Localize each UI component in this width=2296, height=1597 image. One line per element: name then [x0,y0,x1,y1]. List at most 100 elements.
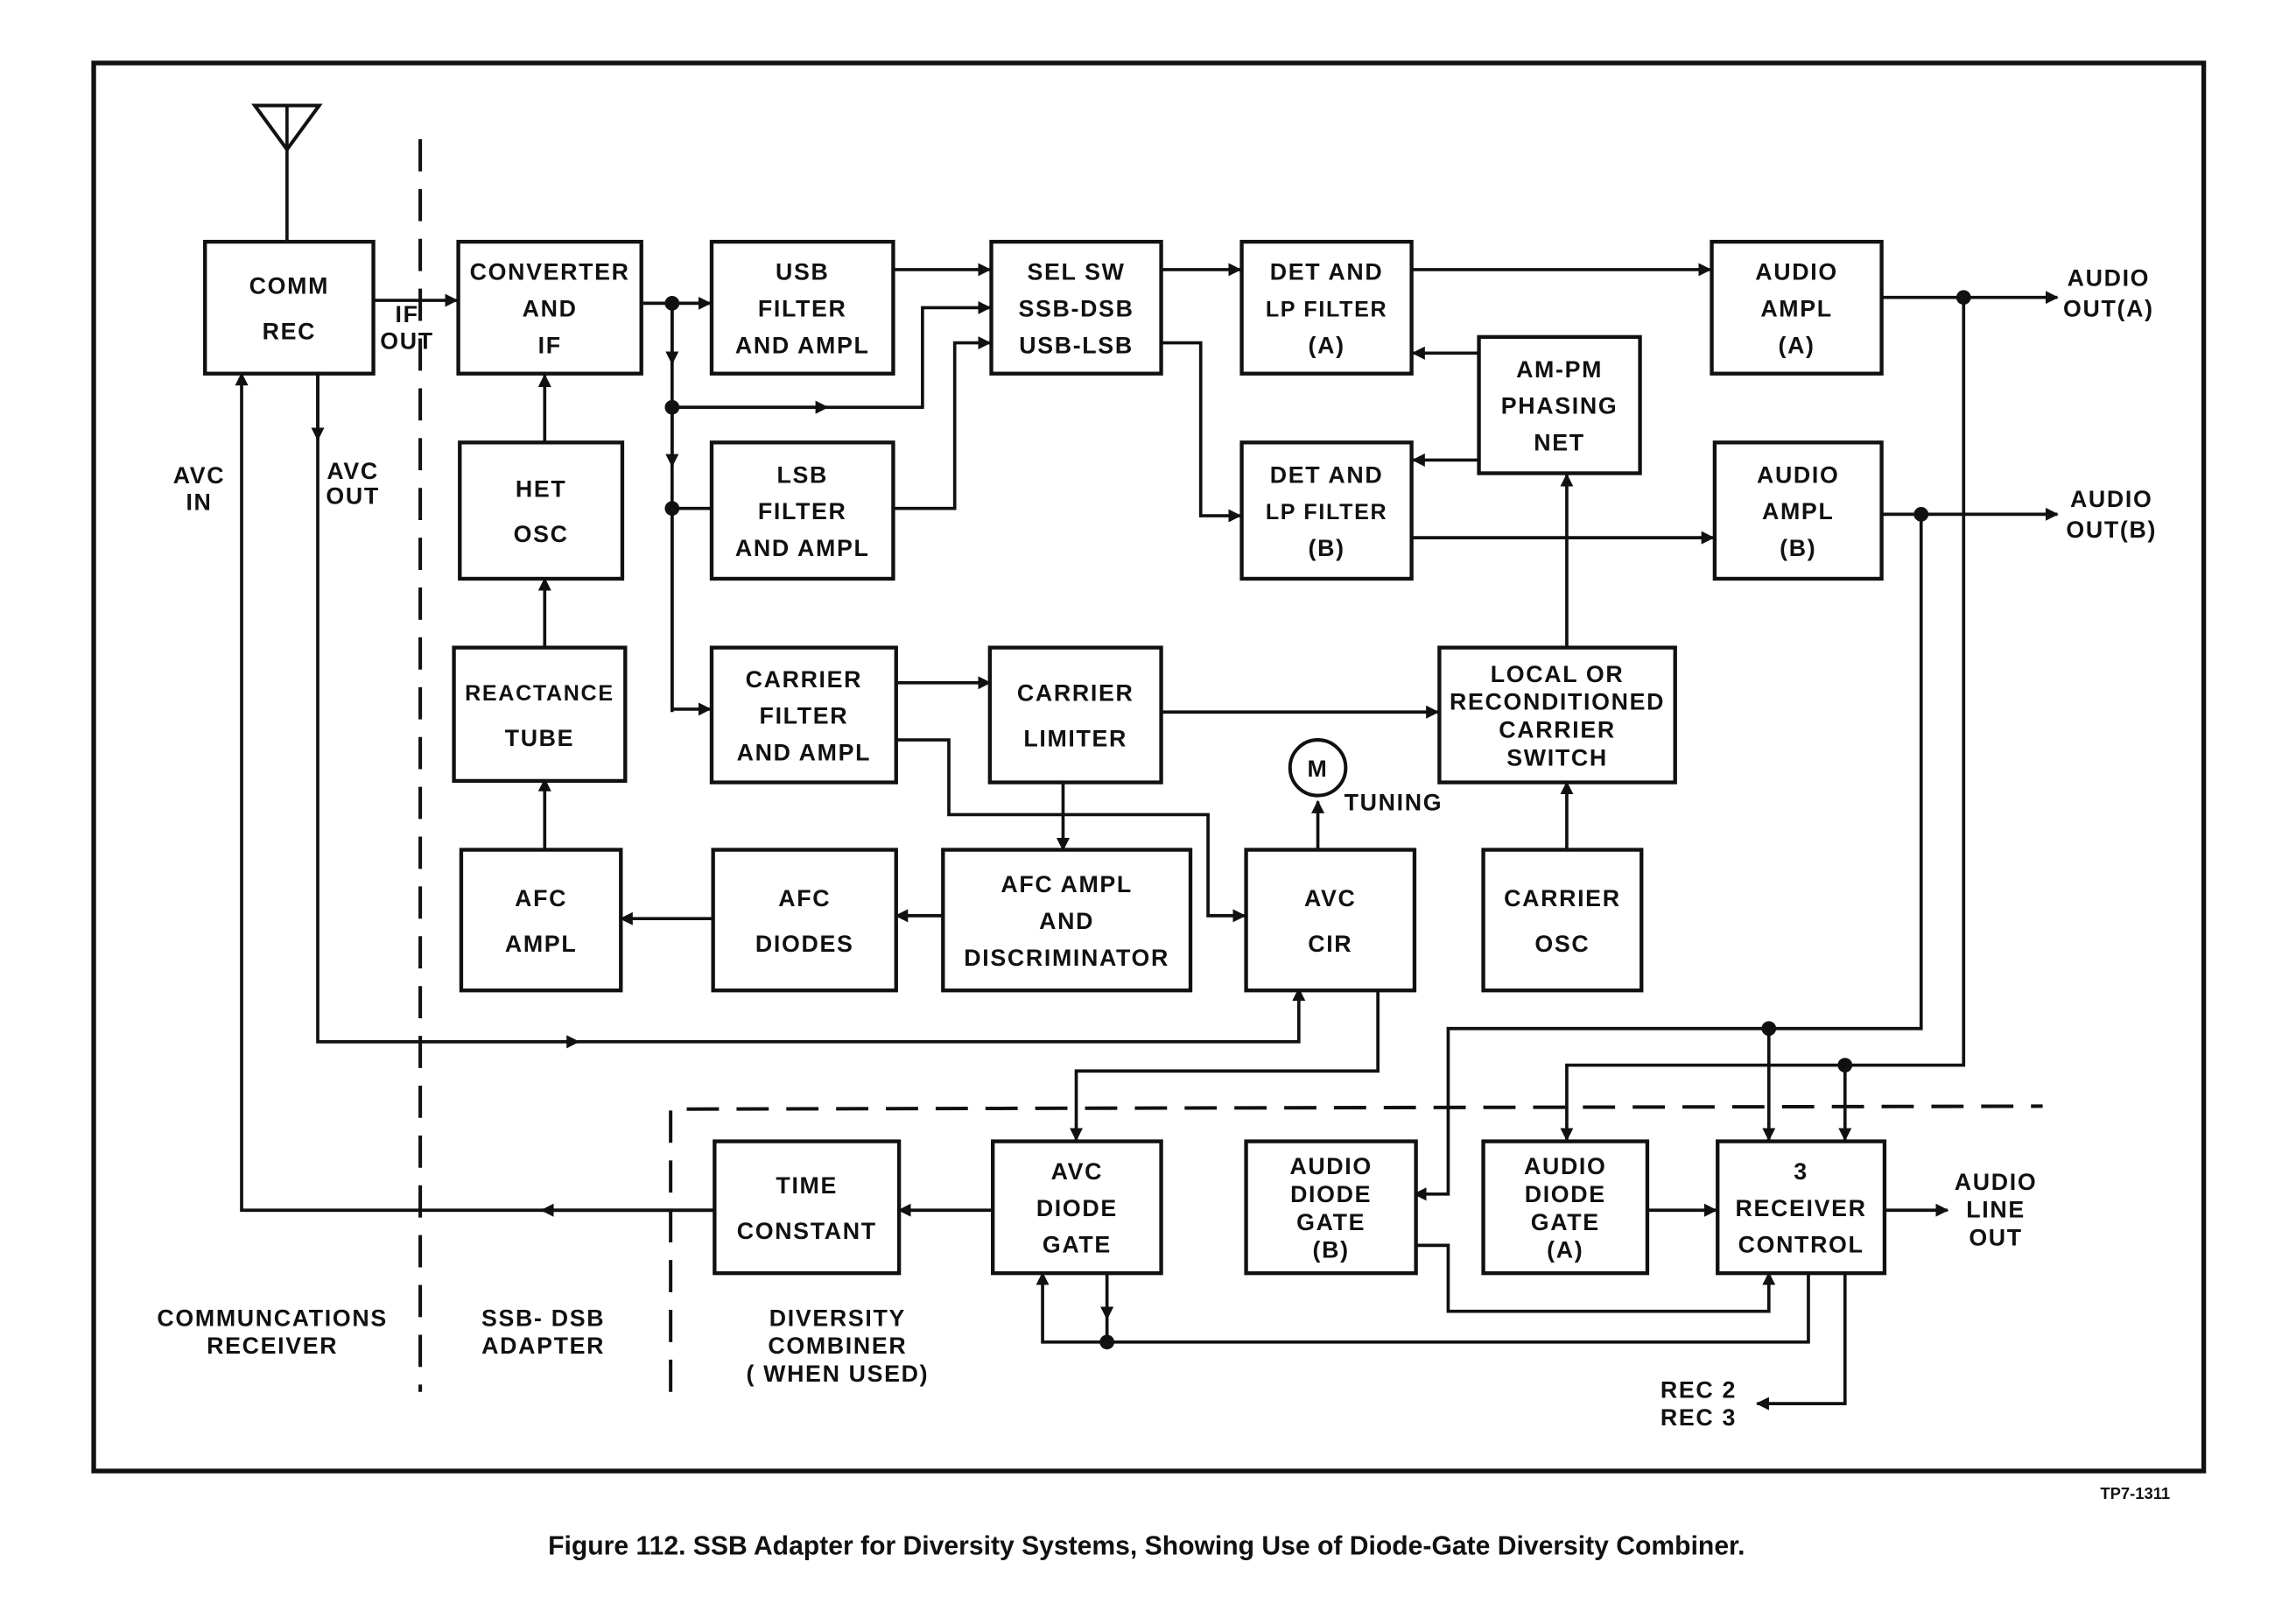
block-afc-diodes-label-line: DIODES [755,931,854,957]
block-lsb-filter-label-line: AND AMPL [735,535,870,561]
audio-line-out-label-line: OUT [1969,1224,2022,1250]
block-het-osc-label-line: OSC [514,521,569,547]
free-labels: IFOUTAVCINAVCOUTAUDIOOUT(A)AUDIOOUT(B)AU… [157,264,2157,1431]
block-reactance-tube-outline [452,645,628,784]
figure-frame [91,60,2207,1474]
block-audio-ampl-a-label-line: (A) [1778,332,1815,358]
block-audio-diode-gate-a-label-line: (A) [1547,1237,1583,1263]
block-reactance-tube-label-line: TUBE [505,725,575,751]
audio-out-b-label-line: OUT(B) [2066,517,2157,543]
block-afc-ampl: AFC AMPL [459,848,623,993]
block-audio-diode-gate-b-label-line: AUDIO [1289,1153,1373,1179]
section-label-communications-receiver-line: COMMUNCATIONS [157,1305,387,1331]
if-out-label-line: OUT [380,327,433,354]
block-audio-diode-gate-a-label-line: DIODE [1525,1181,1606,1207]
block-selector-switch-label-line: USB-LSB [1019,332,1134,358]
block-audio-ampl-b-label-line: AUDIO [1757,461,1840,488]
block-lsb-filter-outline [709,440,895,581]
junction-dots [664,290,1971,1350]
block-carrier-limiter-outline [987,645,1163,784]
block-det-lp-filter-a-outline [1239,239,1414,376]
tuning-motor-icon: M [1288,738,1348,798]
block-converter-and-if-label-line: IF [538,332,562,358]
block-audio-diode-gate-a-label-line: GATE [1531,1209,1600,1235]
block-usb-filter-label-line: USB [776,259,829,285]
block-afc-ampl-outline [459,848,623,993]
block-local-carrier-switch-outline [1437,645,1677,784]
block-audio-diode-gate-b-label-line: GATE [1296,1209,1366,1235]
audio-line-out-label-line: AUDIO [1955,1169,2038,1195]
rec-2-3-label-line: REC 2 [1661,1376,1737,1403]
block-afc-discriminator-label-line: DISCRIMINATOR [964,945,1169,971]
block-afc-diodes-outline [711,848,898,993]
section-label-ssb-dsb-adapter-line: SSB- DSB [481,1305,605,1331]
block-avc-diode-gate-outline [991,1139,1163,1276]
block-converter-and-if: CONVERTER AND IF [456,239,643,376]
block-carrier-filter-label-line: CARRIER [746,666,863,693]
block-carrier-osc-outline [1481,848,1644,993]
antenna-icon [251,103,323,243]
block-receiver-control-label-line: RECEIVER [1736,1195,1867,1221]
block-det-lp-filter-b-label-line: DET AND [1270,461,1384,488]
block-audio-diode-gate-a-label-line: AUDIO [1524,1153,1607,1179]
block-local-carrier-switch-label-line: LOCAL OR [1491,661,1625,687]
block-audio-diode-gate-b-label-line: (B) [1313,1237,1350,1263]
block-comm-rec-outline [203,239,376,376]
block-audio-ampl-a-outline [1710,239,1884,376]
block-comm-rec-label-line: COMM [249,273,329,299]
audio-out-a-label: AUDIO OUT(A) [2063,264,2154,321]
audio-out-a-label-line: AUDIO [2068,264,2151,291]
section-label-diversity-combiner-line: ( WHEN USED) [746,1361,929,1387]
section-label-communications-receiver-line: RECEIVER [207,1333,338,1359]
block-audio-ampl-a-label-line: AMPL [1760,295,1832,321]
block-afc-ampl-label-line: AFC [515,885,567,911]
block-receiver-control-label-line: CONTROL [1738,1232,1864,1258]
block-time-constant-outline [713,1139,902,1276]
block-am-pm-phasing-net-label-line: AM-PM [1516,356,1603,383]
block-time-constant-label-line: CONSTANT [737,1218,877,1244]
block-lsb-filter-label-line: LSB [776,461,828,488]
block-converter-and-if-label-line: CONVERTER [470,259,630,285]
avc-in-label-line: AVC [173,462,226,489]
block-afc-ampl-label-line: AMPL [505,931,577,957]
block-local-carrier-switch-label-line: RECONDITIONED [1450,689,1665,715]
figure-caption: Figure 112. SSB Adapter for Diversity Sy… [548,1531,1745,1560]
block-converter-and-if-label-line: AND [523,295,578,321]
section-label-diversity-combiner-line: COMBINER [768,1333,907,1359]
block-am-pm-phasing-net-label-line: PHASING [1501,393,1618,419]
block-selector-switch-label-line: SEL SW [1027,259,1125,285]
block-det-lp-filter-a-label-line: (A) [1309,332,1345,358]
block-reactance-tube-label-line: REACTANCE [465,681,614,706]
block-carrier-filter-label-line: AND AMPL [737,739,872,765]
block-am-pm-phasing-net-label-line: NET [1534,430,1585,456]
block-carrier-osc-label-line: OSC [1534,931,1590,957]
block-audio-diode-gate-b-label-line: DIODE [1290,1181,1372,1207]
audio-out-b-label-line: AUDIO [2070,486,2153,512]
block-lsb-filter-label-line: FILTER [758,498,847,524]
audio-out-a-label-line: OUT(A) [2063,295,2154,321]
